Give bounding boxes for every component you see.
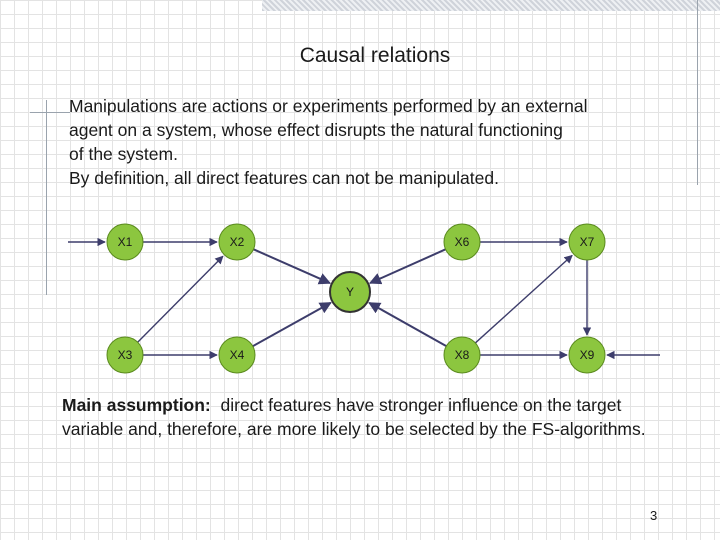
main-assumption: Main assumption: direct features have st…: [62, 393, 672, 441]
node-circle: [106, 336, 144, 374]
edge-x4-to-y: [252, 301, 332, 348]
node-circle: [443, 336, 481, 374]
node-label: X6: [455, 235, 470, 249]
node-label: X2: [230, 235, 245, 249]
edge-x6-to-y: [368, 248, 446, 285]
node-label: X4: [230, 348, 245, 362]
intro-line: Manipulations are actions or experiments…: [69, 96, 588, 116]
node-label: X9: [580, 348, 595, 362]
node-circle: [106, 223, 144, 261]
edge-x8-to-x7: [474, 254, 573, 344]
node-label: X3: [118, 348, 133, 362]
node-circle: [218, 223, 256, 261]
left-vertical-rule: [46, 100, 47, 295]
node-x2: X2: [218, 223, 256, 261]
node-circle: [443, 223, 481, 261]
node-x1: X1: [106, 223, 144, 261]
node-y: Y: [329, 271, 371, 313]
intro-line: of the system.: [69, 144, 178, 164]
node-circle: [568, 223, 606, 261]
intro-line: By definition, all direct features can n…: [69, 168, 499, 188]
node-label: X7: [580, 235, 595, 249]
node-x6: X6: [443, 223, 481, 261]
node-label: X8: [455, 348, 470, 362]
node-x7: X7: [568, 223, 606, 261]
node-label: Y: [346, 285, 354, 299]
intro-line: agent on a system, whose effect disrupts…: [69, 120, 563, 140]
left-horizontal-rule: [30, 112, 70, 113]
page-number: 3: [650, 508, 658, 523]
node-x9: X9: [568, 336, 606, 374]
edge-x8-to-y: [368, 301, 447, 348]
node-x3: X3: [106, 336, 144, 374]
assumption-label: Main assumption:: [62, 395, 211, 415]
top-decorative-band: [262, 0, 720, 11]
edge-x2-to-y: [253, 248, 331, 285]
node-label: X1: [118, 235, 133, 249]
edge-x3-to-x2: [137, 255, 224, 343]
node-circle: [568, 336, 606, 374]
node-x4: X4: [218, 336, 256, 374]
slide-title: Causal relations: [299, 44, 451, 67]
intro-paragraph: Manipulations are actions or experiments…: [69, 94, 689, 190]
node-x8: X8: [443, 336, 481, 374]
assumption-text: direct features have stronger influence …: [62, 395, 646, 439]
node-circle: [218, 336, 256, 374]
node-circle: [329, 271, 371, 313]
right-vertical-rule: [697, 0, 698, 185]
